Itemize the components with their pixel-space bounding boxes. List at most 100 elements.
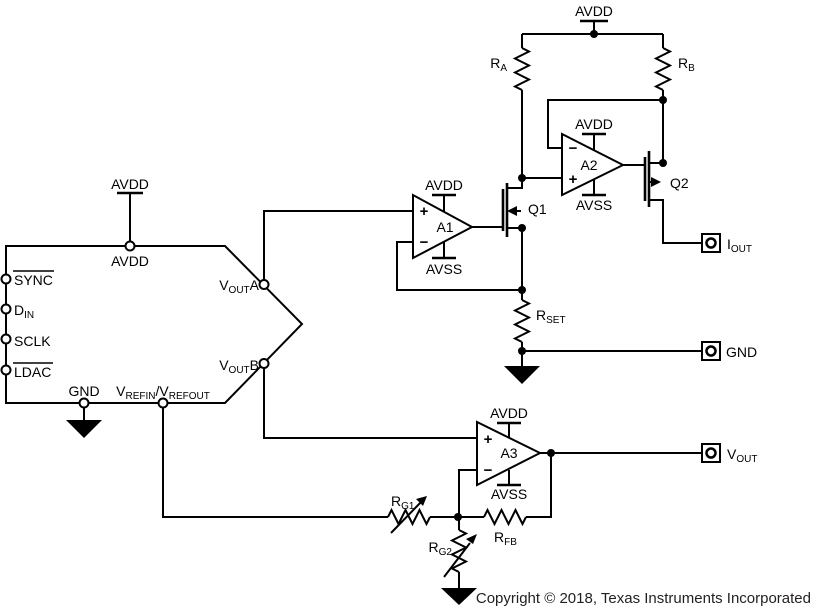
opamp-a2: − + A2 AVDD AVSS: [561, 116, 626, 213]
pin-label-vref: VREFIN/VREFOUT: [116, 383, 210, 402]
pin-label-gnd: GND: [68, 383, 99, 399]
junction-dot: [518, 286, 526, 294]
resistor-label-rg2: RG2: [429, 539, 453, 558]
junction-dots: [454, 30, 667, 521]
resistor-ra: RA: [490, 47, 532, 91]
pin-avdd: [124, 240, 136, 252]
junction-dot: [454, 513, 462, 521]
minus-input-sign: −: [569, 140, 578, 157]
dac-block: AVDD AVDD SYNC DIN SCLK LDAC GND VREFIN/…: [0, 176, 304, 438]
resistor-zigzag: [512, 47, 532, 91]
ground-triangle: [66, 420, 102, 438]
plus-input-sign: +: [420, 203, 429, 220]
variable-arrow-line: [390, 500, 423, 534]
resistor-zigzag: [512, 299, 532, 343]
pin-voutb: [258, 358, 270, 369]
terminal-label-iout: IOUT: [727, 236, 752, 255]
avss-label: AVSS: [426, 261, 462, 277]
opamp-triangle: [412, 193, 475, 260]
ground-symbol-dac: [66, 407, 102, 438]
resistor-zigzag: [483, 507, 527, 527]
avdd-label: AVDD: [490, 405, 528, 421]
resistor-rfb: RFB: [483, 507, 527, 548]
avss-label: AVSS: [576, 197, 612, 213]
junction-dot: [547, 449, 555, 457]
opamp-name: A3: [500, 445, 517, 461]
pin-label-voutb: VOUTB: [219, 357, 259, 376]
ground-symbol-rset: [504, 351, 540, 384]
plus-input-sign: +: [569, 171, 578, 188]
junction-dot: [518, 224, 526, 232]
body-arrow-head: [507, 206, 517, 216]
pin-label-vouta: VOUTA: [219, 277, 259, 296]
wire-vref-to-rg1: [162, 407, 388, 518]
variable-arrow-head: [416, 496, 427, 506]
pin-label-ldac: LDAC: [14, 364, 51, 380]
junction-dot: [590, 30, 598, 38]
pin-sclk: [0, 333, 12, 345]
terminal-gnd: GND: [701, 341, 757, 361]
resistor-label-rb: RB: [678, 55, 695, 74]
pin-label-sync: SYNC: [14, 272, 53, 288]
terminal-label-vout: VOUT: [727, 446, 757, 465]
body-arrow-head: [651, 177, 661, 187]
dac-avdd-pin-label: AVDD: [111, 253, 149, 269]
resistor-rset: RSET: [512, 290, 566, 351]
resistor-zigzag: [653, 47, 673, 91]
pin-ldac: [0, 364, 12, 376]
wire-voutb-to-a3: [263, 368, 477, 439]
supply-avdd-top: AVDD: [575, 3, 613, 34]
ground-triangle-rg2: [441, 588, 477, 605]
dac-avdd-supply: AVDD: [111, 176, 149, 242]
minus-input-sign: −: [484, 462, 493, 479]
wire-a3-minus: [458, 469, 477, 517]
terminal-circle: [705, 237, 717, 249]
pin-vref: [157, 397, 169, 409]
wire-rfb-to-output: [526, 453, 552, 518]
plus-input-sign: +: [484, 431, 493, 448]
copyright-text: Copyright © 2018, Texas Instruments Inco…: [476, 590, 811, 607]
resistor-label-rg1: RG1: [391, 493, 415, 512]
source-leg: [649, 199, 702, 244]
resistor-label-rfb: RFB: [494, 529, 517, 548]
pin-label-din: DIN: [14, 302, 34, 321]
pin-vouta: [258, 279, 270, 290]
supply-label: AVDD: [575, 3, 613, 19]
resistor-zigzag: [449, 529, 469, 573]
opamp-triangle: [561, 132, 626, 197]
mosfet-q2: Q2: [643, 151, 702, 244]
transistor-label-q1: Q1: [528, 201, 547, 217]
transistor-label-q2: Q2: [670, 175, 689, 191]
avdd-label: AVDD: [575, 116, 613, 132]
opamp-a3: + − A3 AVDD AVSS: [476, 405, 543, 502]
avdd-label: AVDD: [425, 177, 463, 193]
pin-gnd: [78, 397, 90, 409]
resistor-rg1-variable: RG1: [387, 493, 431, 534]
terminal-vout: VOUT: [701, 443, 757, 465]
avss-label: AVSS: [491, 486, 527, 502]
minus-input-sign: −: [420, 234, 429, 251]
terminal-label-gnd: GND: [726, 344, 757, 360]
wire-a2-feedback: [547, 99, 663, 149]
opamp-a1: + − A1 AVDD AVSS: [412, 177, 475, 277]
resistor-zigzag: [387, 507, 431, 527]
junction-dot: [518, 174, 526, 182]
ground-triangle: [504, 366, 540, 384]
wires: [162, 33, 702, 518]
resistor-label-ra: RA: [490, 55, 507, 74]
resistor-rg2-variable: RG2: [429, 517, 477, 605]
wire-vouta-to-a1: [263, 210, 413, 280]
variable-arrow-line: [443, 542, 471, 578]
junction-dot: [518, 347, 526, 355]
resistor-rb: RB: [653, 47, 695, 91]
junction-dot: [659, 159, 667, 167]
dac-avdd-supply-label: AVDD: [111, 176, 149, 192]
junction-dot: [659, 96, 667, 104]
pin-label-sclk: SCLK: [14, 333, 51, 349]
terminal-circle: [705, 345, 717, 357]
opamp-name: A2: [580, 157, 597, 173]
pin-sync: [0, 273, 12, 285]
opamp-name: A1: [436, 219, 453, 235]
